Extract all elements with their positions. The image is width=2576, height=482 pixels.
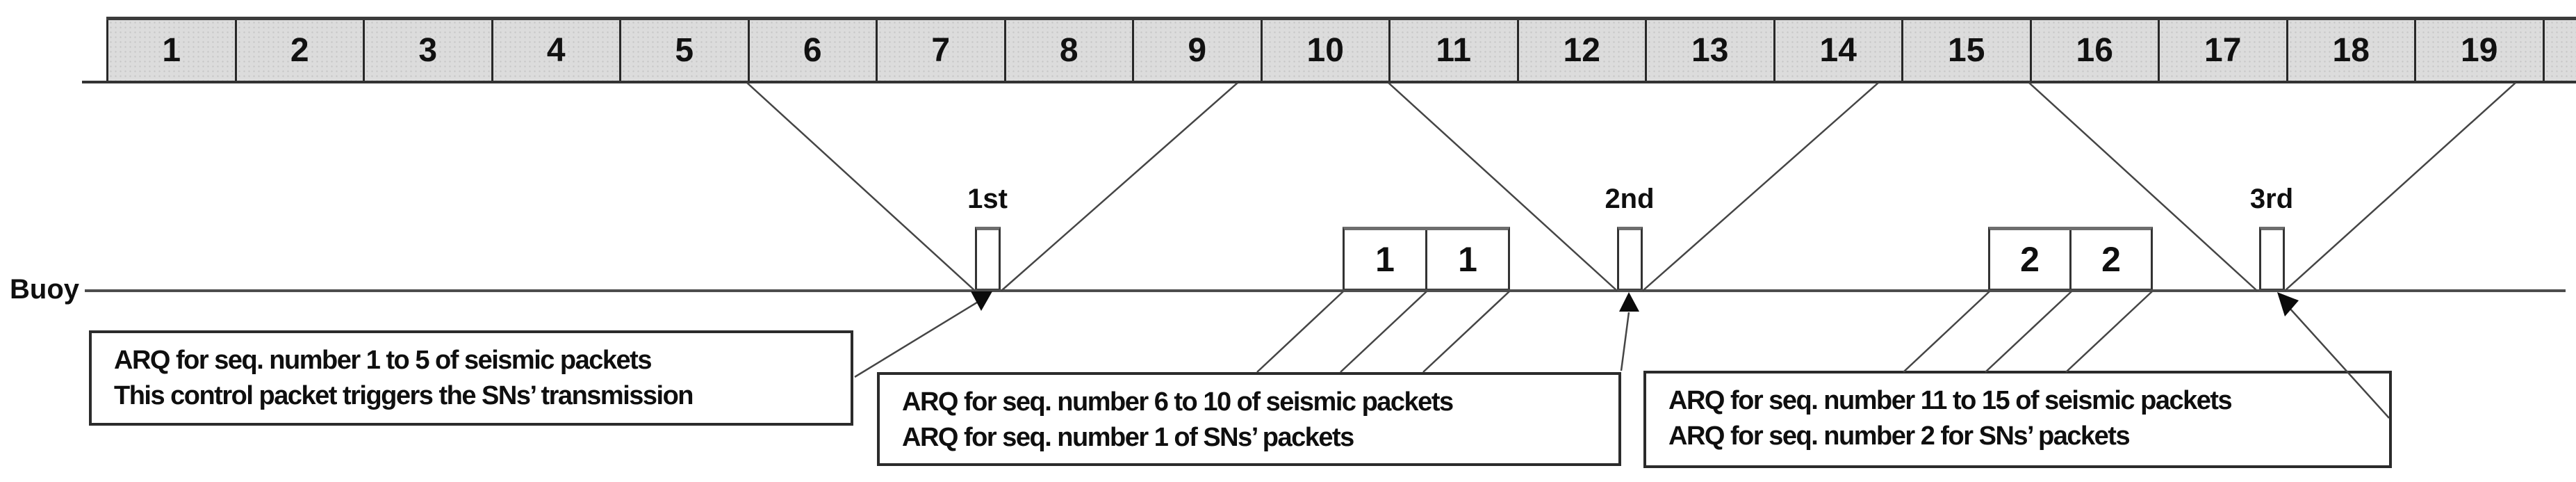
seq-box-17: 17 [2158, 20, 2286, 81]
seq-box-7: 7 [876, 20, 1004, 81]
arrowhead-up-2nd [1619, 292, 1639, 312]
seq-box-13: 13 [1645, 20, 1773, 81]
seq-number: 5 [675, 32, 694, 69]
sn-transmission-line [1422, 291, 1510, 373]
control-packet-tick-1st [975, 227, 1001, 291]
seq-number: 17 [2204, 32, 2242, 69]
seq-number: 19 [2461, 32, 2498, 69]
sn-transmission-line [1903, 291, 1990, 373]
leader-line-2 [1620, 312, 1630, 371]
seq-box-19: 19 [2414, 20, 2543, 81]
annotation-box-3: ARQ for seq. number 11 to 15 of seismic … [1643, 371, 2392, 468]
sn-packet-cell: 2 [2020, 240, 2040, 279]
seq-number: 7 [931, 32, 951, 69]
control-packet-tick-3rd [2259, 227, 2285, 291]
sn-packet-cell: 1 [1375, 240, 1395, 279]
seq-box-14: 14 [1773, 20, 1901, 81]
seq-box-6: 6 [747, 20, 876, 81]
strip-top-border [106, 17, 2576, 20]
seq-number: 14 [1819, 32, 1857, 69]
seq-number: 3 [418, 32, 438, 69]
annotation-line: ARQ for seq. number 11 to 15 of seismic … [1668, 386, 2233, 415]
sn-transmission-line [2065, 291, 2153, 373]
seismic-packet-strip: 1 2 3 4 5 6 7 8 9 10 11 12 13 14 15 16 1… [106, 20, 2576, 81]
seq-number: 18 [2332, 32, 2370, 69]
arrowhead-upleft-3rd [2277, 292, 2299, 316]
marker-label-2nd: 2nd [1605, 184, 1655, 214]
leader-line-1 [854, 300, 980, 378]
sn-transmission-line [1256, 291, 1344, 373]
annotation-line: ARQ for seq. number 1 of SNs’ packets [902, 423, 1354, 452]
seq-box-5: 5 [619, 20, 748, 81]
seq-number: 1 [162, 32, 181, 69]
seq-number: 15 [1948, 32, 1985, 69]
annotation-line: ARQ for seq. number 6 to 10 of seismic p… [902, 387, 1454, 417]
annotation-box-1: ARQ for seq. number 1 to 5 of seismic pa… [89, 330, 853, 426]
seq-number: 6 [803, 32, 822, 69]
seq-number: 10 [1306, 32, 1344, 69]
seq-box-11: 11 [1388, 20, 1517, 81]
sn-packet-pair-1: 1 1 [1343, 227, 1510, 291]
seq-box-3: 3 [363, 20, 491, 81]
seq-box-2: 2 [234, 20, 363, 81]
sn-packet-cell: 1 [1458, 240, 1477, 279]
control-packet-tick-2nd [1617, 227, 1643, 291]
seq-number: 12 [1563, 32, 1600, 69]
marker-label-1st: 1st [967, 184, 1008, 214]
sn-transmission-line [1340, 291, 1427, 373]
seq-number: 2 [290, 32, 309, 69]
annotation-line: ARQ for seq. number 2 for SNs’ packets [1668, 421, 2131, 451]
strip-bottom-border [82, 81, 2576, 83]
seq-number: 9 [1188, 32, 1207, 69]
marker-label-3rd: 3rd [2249, 184, 2294, 214]
seq-box-1: 1 [106, 20, 235, 81]
seq-box-16: 16 [2029, 20, 2158, 81]
seq-number: 16 [2076, 32, 2113, 69]
seq-box-10: 10 [1260, 20, 1388, 81]
arrowhead-down-1st [971, 291, 992, 311]
seq-box-15: 15 [1901, 20, 2030, 81]
sn-packet-cell: 2 [2101, 240, 2121, 279]
seq-box-18: 18 [2286, 20, 2414, 81]
buoy-label: Buoy [10, 274, 79, 305]
seq-box-12: 12 [1516, 20, 1645, 81]
annotation-line: This control packet triggers the SNs’ tr… [114, 381, 694, 410]
seq-box-partial [2542, 20, 2576, 81]
seq-box-8: 8 [1003, 20, 1132, 81]
sn-transmission-line [1985, 291, 2072, 373]
seq-box-9: 9 [1132, 20, 1261, 81]
annotation-box-2: ARQ for seq. number 6 to 10 of seismic p… [877, 372, 1621, 466]
seq-number: 11 [1436, 32, 1472, 69]
seq-number: 4 [546, 32, 566, 69]
seq-number: 13 [1691, 32, 1729, 69]
seq-box-4: 4 [491, 20, 619, 81]
sn-packet-pair-2: 2 2 [1988, 227, 2153, 291]
annotation-line: ARQ for seq. number 1 to 5 of seismic pa… [114, 346, 652, 375]
seq-number: 8 [1059, 32, 1078, 69]
